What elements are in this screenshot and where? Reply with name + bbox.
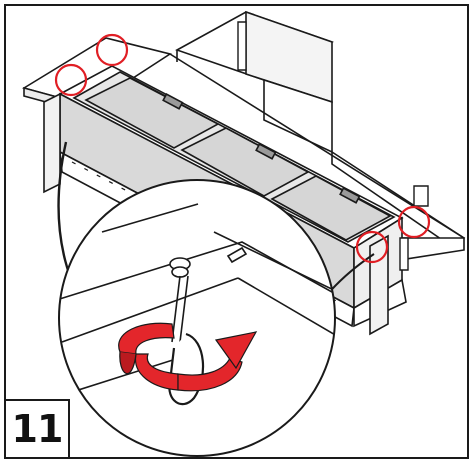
hood-installation-illustration: [21, 10, 466, 457]
step-number-box: 11: [4, 399, 70, 459]
step-number: 11: [11, 407, 64, 451]
corner-brackets: [237, 21, 429, 271]
instruction-frame: [4, 4, 469, 459]
marker-bottom-right: [355, 230, 389, 264]
magnifier-detail: [58, 179, 336, 457]
marker-left: [54, 63, 88, 97]
red-circle-marker: [54, 33, 431, 264]
marker-right: [397, 205, 431, 239]
marker-top-left: [95, 33, 129, 67]
rotate-arrow-icon: [118, 322, 258, 392]
rear-box: [175, 10, 334, 154]
